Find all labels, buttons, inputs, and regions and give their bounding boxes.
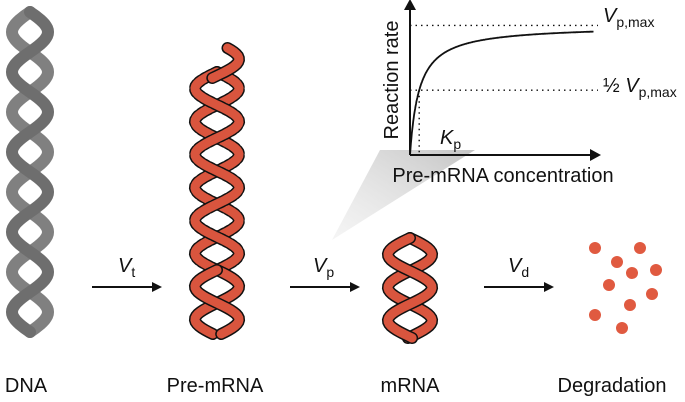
rate-label-degradation: Vd xyxy=(508,255,529,280)
droplet xyxy=(634,242,646,254)
droplet xyxy=(611,256,623,268)
stage-label-dna: DNA xyxy=(5,375,48,397)
droplet xyxy=(626,267,638,279)
dna-strand-front xyxy=(5,6,55,338)
stage-label-pre-mrna: Pre-mRNA xyxy=(167,375,264,397)
droplet xyxy=(646,288,658,300)
droplet xyxy=(616,322,628,334)
droplet xyxy=(650,264,662,276)
pre-mrna-helix xyxy=(188,42,246,340)
inset-x-arrowhead xyxy=(590,149,601,161)
dna-helix xyxy=(5,6,55,338)
michaelis-menten-inset: Reaction rate Pre-mRNA concentration Vp,… xyxy=(381,0,677,187)
droplet xyxy=(603,279,615,291)
mrna-helix xyxy=(381,232,439,344)
droplet xyxy=(624,299,636,311)
km-label: Kp xyxy=(440,127,461,152)
mrna-strand-b xyxy=(383,233,437,343)
vmax-label: Vp,max xyxy=(603,5,654,30)
pre-mrna-top-cap-a xyxy=(207,43,244,83)
droplet xyxy=(589,242,601,254)
rate-label-processing: Vp xyxy=(313,255,334,280)
stage-label-mrna: mRNA xyxy=(381,375,441,397)
inset-ylabel: Reaction rate xyxy=(381,21,403,140)
inset-y-arrowhead xyxy=(404,0,416,10)
rate-label-transcription: Vt xyxy=(118,255,135,280)
rate-curve xyxy=(409,30,594,156)
degradation-droplets xyxy=(589,242,662,334)
pre-mrna-strand-lower-b xyxy=(190,265,244,339)
stage-label-degradation: Degradation xyxy=(558,375,667,397)
droplet xyxy=(589,309,601,321)
half-vmax-label: ½ Vp,max xyxy=(603,75,677,100)
mrna-strand-a xyxy=(383,233,437,343)
inset-xlabel: Pre-mRNA concentration xyxy=(392,165,613,187)
zoom-cone xyxy=(332,150,475,240)
pre-mrna-strand-upper-b xyxy=(190,67,244,275)
